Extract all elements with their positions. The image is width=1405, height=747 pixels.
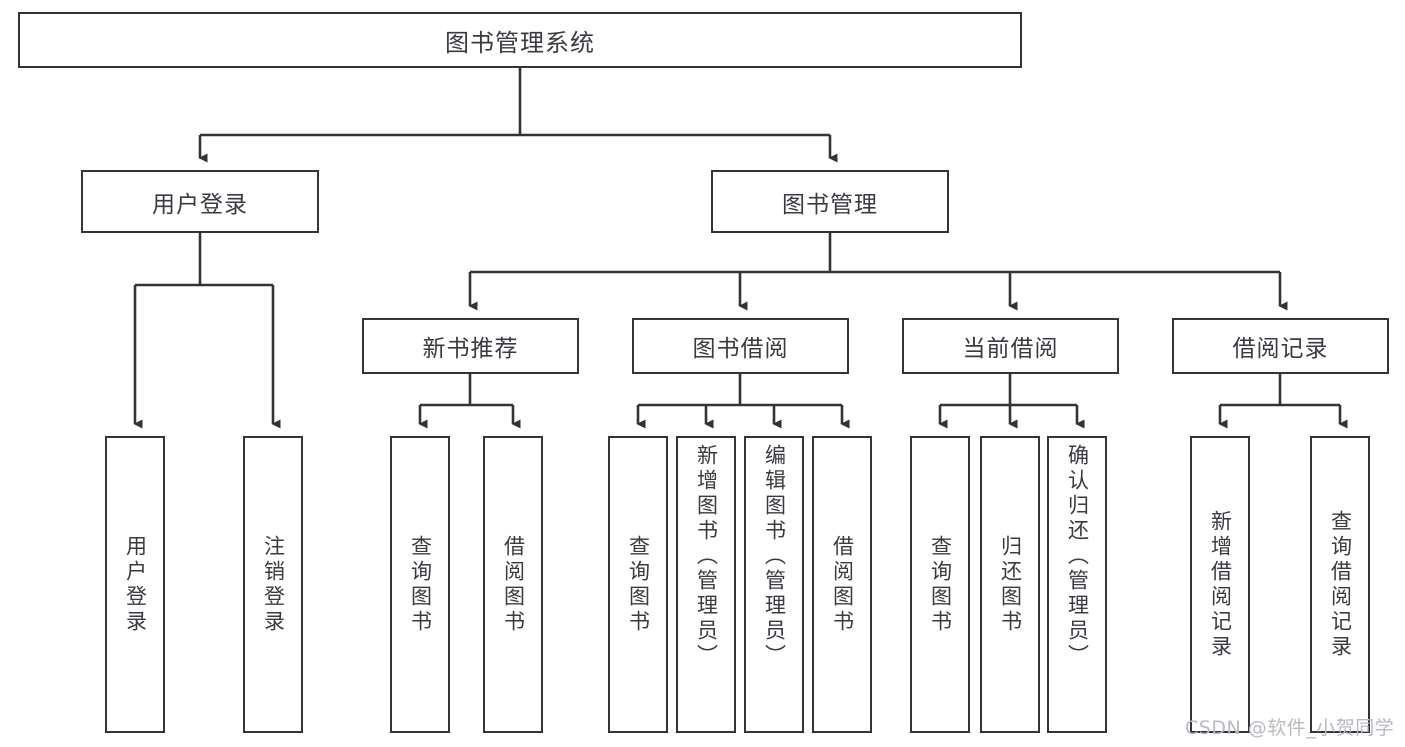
leaf-node[interactable]: 查询图书	[910, 436, 970, 733]
leaf-label: 借阅图书	[501, 534, 526, 635]
node-user-login-label: 用户登录	[152, 191, 248, 218]
node-current-borrow-label: 当前借阅	[962, 336, 1059, 362]
leaf-node[interactable]: 注销登录	[243, 436, 303, 733]
leaf-label: 查询借阅记录	[1328, 509, 1353, 660]
leaf-label: 查询图书	[928, 534, 953, 635]
node-root-label: 图书管理系统	[445, 28, 595, 57]
node-book-borrow-label: 图书借阅	[692, 336, 789, 362]
leaf-label: 编辑图书（管理员）	[762, 444, 787, 669]
leaf-label: 新增借阅记录	[1208, 509, 1233, 660]
leaf-node[interactable]: 查询图书	[608, 436, 668, 733]
leaf-label: 新增图书（管理员）	[694, 444, 719, 669]
leaf-node[interactable]: 借阅图书	[812, 436, 872, 733]
node-current-borrow[interactable]: 当前借阅	[902, 318, 1119, 374]
leaf-node[interactable]: 新增图书（管理员）	[676, 436, 736, 733]
leaf-node[interactable]: 新增借阅记录	[1190, 436, 1250, 733]
node-root[interactable]: 图书管理系统	[18, 12, 1022, 68]
leaf-label: 查询图书	[408, 534, 433, 635]
node-user-login[interactable]: 用户登录	[81, 170, 319, 233]
node-book-borrow[interactable]: 图书借阅	[632, 318, 849, 374]
node-new-book-recommend[interactable]: 新书推荐	[362, 318, 579, 374]
leaf-label: 借阅图书	[830, 534, 855, 635]
node-book-management[interactable]: 图书管理	[711, 170, 949, 233]
leaf-label: 注销登录	[261, 534, 286, 635]
leaf-node[interactable]: 查询借阅记录	[1310, 436, 1370, 733]
leaf-label: 查询图书	[626, 534, 651, 635]
node-new-book-recommend-label: 新书推荐	[422, 336, 519, 362]
leaf-node[interactable]: 用户登录	[105, 436, 165, 733]
leaf-node[interactable]: 归还图书	[980, 436, 1040, 733]
node-book-management-label: 图书管理	[782, 191, 878, 218]
leaf-node[interactable]: 查询图书	[390, 436, 450, 733]
node-borrow-records[interactable]: 借阅记录	[1172, 318, 1389, 374]
node-borrow-records-label: 借阅记录	[1232, 336, 1329, 362]
leaf-node[interactable]: 确认归还（管理员）	[1047, 436, 1107, 733]
leaf-node[interactable]: 编辑图书（管理员）	[744, 436, 804, 733]
leaf-label: 用户登录	[123, 534, 148, 635]
leaf-label: 归还图书	[998, 534, 1023, 635]
leaf-node[interactable]: 借阅图书	[483, 436, 543, 733]
leaf-label: 确认归还（管理员）	[1065, 444, 1090, 669]
